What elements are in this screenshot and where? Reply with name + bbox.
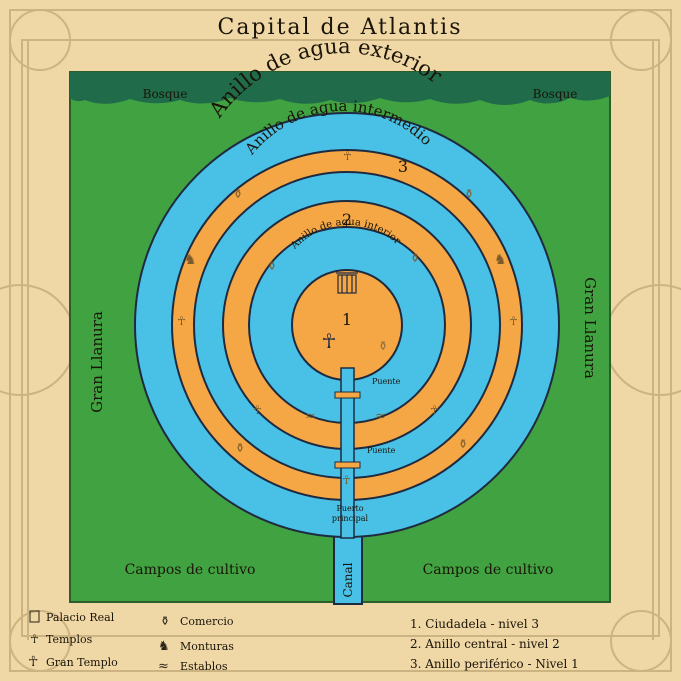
plain-left-label: Gran Llanura	[88, 311, 106, 413]
legend-label-great-temple: Gran Templo	[46, 656, 118, 669]
legend-label-stables: Establos	[180, 660, 228, 673]
stables-icon: ≈	[375, 409, 386, 424]
plain-right-label: Gran Llanura	[581, 277, 599, 379]
stables-icon: ≈	[305, 409, 316, 424]
temple-icon: ☥	[253, 403, 262, 417]
ring-number-1: 1	[342, 310, 352, 329]
mounts-icon: ♞	[184, 252, 197, 268]
palace-icon	[336, 272, 358, 294]
fields-left-label: Campos de cultivo	[125, 562, 256, 578]
forest-left-label: Bosque	[143, 87, 188, 101]
legend-item-stables: ≈ Establos	[158, 659, 228, 674]
commerce-icon: ⚱	[458, 437, 468, 451]
harbor-label-line1: Puerto	[336, 504, 363, 513]
mounts-icon: ♞	[494, 252, 507, 268]
great-temple-icon: ☥	[322, 329, 337, 353]
bridge-outer	[334, 461, 361, 469]
forest-band	[70, 72, 610, 105]
commerce-icon: ⚱	[267, 259, 277, 273]
ring-number-3: 3	[398, 157, 408, 176]
temple-icon: ☥	[343, 149, 352, 163]
temple-icon: ☥	[177, 314, 186, 328]
temple-icon: ☥	[30, 632, 39, 646]
legend-label-palace: Palacio Real	[46, 611, 115, 624]
fields-right-label: Campos de cultivo	[423, 562, 554, 578]
legend-item-great-temple: ☥ Gran Templo	[28, 654, 118, 670]
palace-icon	[29, 610, 40, 623]
level-3-label: 3. Anillo periférico - Nivel 1	[410, 657, 579, 671]
forest-right-label: Bosque	[533, 87, 578, 101]
temple-icon: ☥	[342, 473, 351, 487]
ring-icons: ☥ ☥ ☥ ☥ ☥ ☥ ⚱ ⚱ ⚱ ⚱ ⚱ ⚱ ♞ ♞ ≈ ≈	[177, 149, 518, 487]
bridge-outer-label: Puente	[367, 446, 396, 455]
temple-icon: ☥	[509, 314, 518, 328]
legend-item-mounts: ♞ Monturas	[158, 639, 234, 654]
bridge-inner-label: Puente	[372, 377, 401, 386]
legend-label-temples: Templos	[46, 633, 93, 646]
legend-item-temples: ☥ Templos	[30, 632, 93, 646]
stables-icon: ≈	[158, 659, 169, 674]
great-temple-icon: ☥	[28, 654, 38, 670]
level-2-label: 2. Anillo central - nivel 2	[410, 637, 560, 651]
canal-label: Canal	[341, 562, 355, 597]
legend-label-mounts: Monturas	[180, 640, 234, 653]
commerce-icon: ⚱	[378, 339, 388, 353]
level-1-label: 1. Ciudadela - nivel 3	[410, 617, 539, 631]
legend-item-palace: Palacio Real	[29, 610, 115, 624]
mounts-icon: ♞	[158, 639, 170, 654]
harbor-label-line2: principal	[332, 514, 369, 523]
commerce-icon: ⚱	[410, 251, 420, 265]
map-title: Capital de Atlantis	[218, 15, 463, 40]
legend: Palacio Real ☥ Templos ☥ Gran Templo ⚱ C…	[28, 610, 579, 674]
temple-icon: ☥	[430, 403, 439, 417]
legend-label-commerce: Comercio	[180, 615, 234, 628]
frame-ornament	[0, 9, 681, 672]
commerce-icon: ⚱	[464, 187, 474, 201]
commerce-icon: ⚱	[160, 614, 170, 628]
ring-number-2: 2	[342, 210, 352, 229]
commerce-icon: ⚱	[235, 441, 245, 455]
commerce-icon: ⚱	[233, 187, 243, 201]
legend-item-commerce: ⚱ Comercio	[160, 614, 234, 628]
bridge-inner	[334, 391, 361, 399]
central-channel	[340, 367, 355, 539]
